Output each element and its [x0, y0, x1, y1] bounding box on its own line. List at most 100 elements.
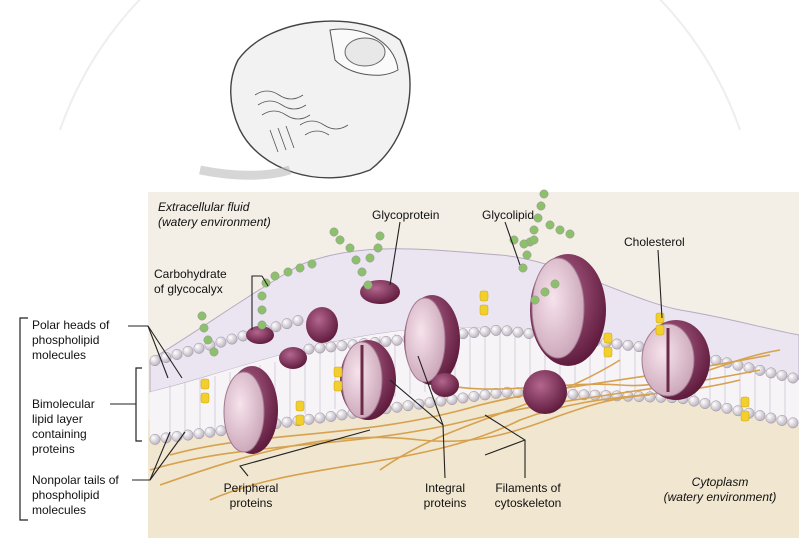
bimolecular-label-line3: containing [32, 427, 87, 442]
carbohydrate-bead [541, 288, 549, 296]
filaments-label-line1: Filaments of [486, 481, 570, 496]
phospholipid-head [381, 336, 391, 346]
carbohydrate-bead [258, 292, 266, 300]
carbohydrate-bead [284, 268, 292, 276]
bimolecular-label-line1: Bimolecular [32, 397, 95, 412]
carbohydrate-bead [530, 236, 538, 244]
carbohydrate-bead [556, 226, 564, 234]
phospholipid-head [282, 318, 292, 328]
polar-heads-label-line2: phospholipid [32, 333, 99, 348]
phospholipid-head [304, 414, 314, 424]
phospholipid-head [788, 418, 798, 428]
cholesterol-molecule [741, 397, 749, 407]
cholesterol-molecule [656, 313, 664, 323]
phospholipid-head [194, 343, 204, 353]
cholesterol-label: Cholesterol [624, 235, 685, 250]
phospholipid-head [315, 343, 325, 353]
cholesterol-molecule [334, 367, 342, 377]
phospholipid-head [469, 391, 479, 401]
carbohydrate-bead [519, 264, 527, 272]
carbohydrate-label-line1: Carbohydrate [154, 267, 227, 282]
polar-heads-label-line3: molecules [32, 348, 86, 363]
carbohydrate-bead [258, 321, 266, 329]
cholesterol-molecule [334, 381, 342, 391]
phospholipid-head [194, 428, 204, 438]
carbohydrate-bead [530, 226, 538, 234]
phospholipid-head [337, 341, 347, 351]
glycolipid-label: Glycolipid [482, 208, 534, 223]
phospholipid-head [590, 390, 600, 400]
phospholipid-head [623, 340, 633, 350]
phospholipid-head [689, 396, 699, 406]
cholesterol-molecule [741, 411, 749, 421]
phospholipid-head [392, 402, 402, 412]
phospholipid-head [458, 393, 468, 403]
phospholipid-head [150, 355, 160, 365]
phospholipid-head [326, 342, 336, 352]
phospholipid-head [469, 327, 479, 337]
cholesterol-molecule [604, 347, 612, 357]
carbohydrate-bead [204, 336, 212, 344]
peripheral-proteins-label-line1: Peripheral [216, 481, 286, 496]
phospholipid-head [403, 400, 413, 410]
phospholipid-head [436, 396, 446, 406]
carbohydrate-bead [534, 214, 542, 222]
carbohydrate-bead [296, 264, 304, 272]
extracellular-label-line1: Extracellular fluid [158, 200, 249, 215]
phospholipid-head [216, 337, 226, 347]
carbohydrate-bead [540, 190, 548, 198]
phospholipid-head [777, 415, 787, 425]
phospholipid-head [766, 413, 776, 423]
cholesterol-molecule [201, 393, 209, 403]
cholesterol-molecule [296, 415, 304, 425]
phospholipid-head [326, 411, 336, 421]
phospholipid-head [227, 334, 237, 344]
phospholipid-head [172, 431, 182, 441]
phospholipid-head [722, 403, 732, 413]
polar-heads-label-line1: Polar heads of [32, 318, 109, 333]
phospholipid-head [392, 335, 402, 345]
integral-protein-channel [340, 340, 396, 420]
cytoplasm-label-line1: Cytoplasm [650, 475, 790, 490]
carbohydrate-bead [308, 260, 316, 268]
carbohydrate-bead [330, 228, 338, 236]
carbohydrate-bead [523, 251, 531, 259]
carbohydrate-label-line2: of glycocalyx [154, 282, 223, 297]
carbohydrate-bead [210, 348, 218, 356]
peripheral-proteins-label-line2: proteins [216, 496, 286, 511]
phospholipid-head [568, 389, 578, 399]
nonpolar-tails-label-line1: Nonpolar tails of [32, 473, 119, 488]
cholesterol-molecule [201, 379, 209, 389]
phospholipid-head [337, 410, 347, 420]
cholesterol-molecule [480, 305, 488, 315]
carbohydrate-bead [566, 230, 574, 238]
carbohydrate-bead [374, 244, 382, 252]
cholesterol-molecule [604, 333, 612, 343]
nonpolar-tails-label-line2: phospholipid [32, 488, 99, 503]
phospholipid-head [282, 417, 292, 427]
carbohydrate-bead [198, 312, 206, 320]
carbohydrate-bead [531, 296, 539, 304]
carbohydrate-bead [352, 256, 360, 264]
carbohydrate-bead [364, 281, 372, 289]
phospholipid-head [183, 430, 193, 440]
carbohydrate-bead [366, 254, 374, 262]
phospholipid-head [293, 315, 303, 325]
carbohydrate-bead [551, 280, 559, 288]
cytoplasm-label-line2: (watery environment) [650, 490, 790, 505]
phospholipid-head [480, 390, 490, 400]
phospholipid-head [711, 401, 721, 411]
cholesterol-molecule [480, 291, 488, 301]
cholesterol-molecule [296, 401, 304, 411]
carbohydrate-bead [258, 306, 266, 314]
phospholipid-head [612, 339, 622, 349]
phospholipid-head [315, 413, 325, 423]
carbohydrate-bead [358, 268, 366, 276]
bimolecular-label-line4: proteins [32, 442, 75, 457]
phospholipid-head [304, 344, 314, 354]
carbohydrate-bead [546, 221, 554, 229]
carbohydrate-bead [346, 244, 354, 252]
cholesterol-molecule [656, 325, 664, 335]
integral-proteins-label-line2: proteins [410, 496, 480, 511]
